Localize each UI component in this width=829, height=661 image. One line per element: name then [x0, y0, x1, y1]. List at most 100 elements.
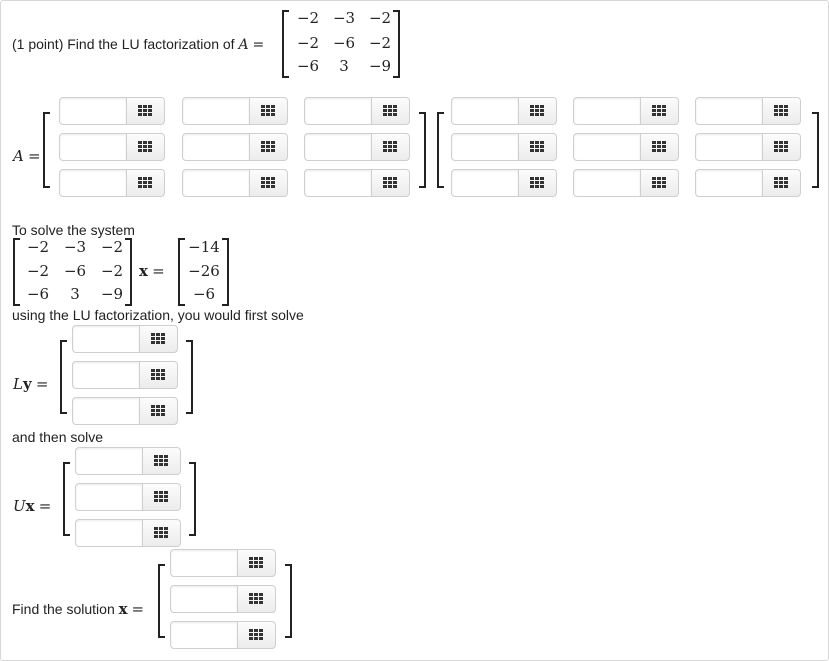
y-entry-cell — [72, 325, 182, 353]
matrix-input-button[interactable] — [126, 169, 165, 197]
ux-lhs: Ux = — [13, 497, 51, 515]
matrix-cell: −9 — [100, 285, 124, 303]
L-entry-input[interactable] — [304, 133, 372, 161]
matrix-cell: −6 — [296, 57, 320, 75]
U-entry-input[interactable] — [695, 169, 763, 197]
y-entry-cell — [72, 397, 182, 425]
y-bracket-left — [60, 340, 67, 414]
grid-icon — [261, 177, 276, 189]
y-entry-input[interactable] — [72, 397, 140, 425]
U-entry-cell — [451, 169, 561, 197]
grid-icon — [774, 141, 789, 153]
solution-entry-cell — [170, 621, 280, 649]
solution-bracket-left — [158, 564, 165, 638]
solution-entry-input[interactable] — [170, 585, 238, 613]
matrix-input-button[interactable] — [139, 361, 178, 389]
matrix-cell: −2 — [368, 34, 392, 52]
system-after-text: using the LU factorization, you would fi… — [12, 307, 304, 323]
U-entry-input[interactable] — [451, 97, 519, 125]
L-entry-input[interactable] — [182, 169, 250, 197]
grid-icon — [249, 593, 264, 605]
matrix-input-button[interactable] — [762, 169, 801, 197]
L-entry-input[interactable] — [304, 97, 372, 125]
grid-icon — [383, 141, 398, 153]
y-entry-input[interactable] — [72, 361, 140, 389]
grid-icon — [138, 105, 153, 117]
L-entry-input[interactable] — [182, 133, 250, 161]
ux-entry-input[interactable] — [75, 447, 143, 475]
y-entry-cell — [72, 361, 182, 389]
L-entry-input[interactable] — [59, 133, 127, 161]
matrix-input-button[interactable] — [249, 169, 288, 197]
L-bracket-right — [419, 112, 426, 188]
matrix-input-button[interactable] — [139, 397, 178, 425]
L-entry-cell — [304, 97, 414, 125]
matrix-input-button[interactable] — [249, 133, 288, 161]
matrix-input-button[interactable] — [762, 133, 801, 161]
solution-entry-input[interactable] — [170, 621, 238, 649]
matrix-input-button[interactable] — [640, 169, 679, 197]
matrix-input-button[interactable] — [237, 621, 276, 649]
matrix-input-button[interactable] — [249, 97, 288, 125]
y-entry-input[interactable] — [72, 325, 140, 353]
U-entry-input[interactable] — [695, 97, 763, 125]
L-entry-input[interactable] — [304, 169, 372, 197]
matrix-cell: −2 — [296, 34, 320, 52]
U-entry-input[interactable] — [695, 133, 763, 161]
matrix-cell: −2 — [100, 262, 124, 280]
U-entry-input[interactable] — [573, 169, 641, 197]
matrix-input-button[interactable] — [237, 585, 276, 613]
equals-sign: = — [35, 375, 49, 393]
U-entry-input[interactable] — [573, 133, 641, 161]
grid-icon — [151, 333, 166, 345]
grid-icon — [249, 629, 264, 641]
matrix-input-button[interactable] — [371, 169, 410, 197]
grid-icon — [151, 405, 166, 417]
ux-entry-input[interactable] — [75, 519, 143, 547]
solution-entry-input[interactable] — [170, 549, 238, 577]
matrix-input-button[interactable] — [640, 97, 679, 125]
matrix-input-button[interactable] — [371, 97, 410, 125]
U-entry-input[interactable] — [573, 97, 641, 125]
L-symbol: L — [13, 375, 23, 393]
matrix-input-button[interactable] — [126, 97, 165, 125]
matrix-input-button[interactable] — [762, 97, 801, 125]
L-entry-input[interactable] — [182, 97, 250, 125]
matrix-cell: 3 — [70, 285, 80, 303]
U-entry-cell — [695, 133, 805, 161]
ux-bracket-left — [63, 462, 70, 536]
U-entry-input[interactable] — [451, 169, 519, 197]
L-entry-input[interactable] — [59, 169, 127, 197]
grid-icon — [530, 105, 545, 117]
grid-icon — [261, 105, 276, 117]
matrix-input-button[interactable] — [371, 133, 410, 161]
system-intro: To solve the system — [12, 222, 135, 238]
U-entry-input[interactable] — [451, 133, 519, 161]
matrix-cell: −2 — [296, 9, 320, 27]
matrix-input-button[interactable] — [126, 133, 165, 161]
problem-intro: (1 point) Find the LU factorization of A… — [12, 36, 264, 53]
grid-icon — [652, 141, 667, 153]
L-entry-input[interactable] — [59, 97, 127, 125]
ux-entry-input[interactable] — [75, 483, 143, 511]
matrix-cell: −2 — [26, 238, 50, 256]
matrix-input-button[interactable] — [139, 325, 178, 353]
solution-entry-cell — [170, 549, 280, 577]
matrix-input-button[interactable] — [518, 133, 557, 161]
matrix-input-button[interactable] — [142, 483, 181, 511]
matrix-cell: −6 — [332, 34, 356, 52]
ux-entry-cell — [75, 483, 185, 511]
grid-icon — [774, 105, 789, 117]
matrix-input-button[interactable] — [640, 133, 679, 161]
matrix-input-button[interactable] — [518, 97, 557, 125]
matrix-input-button[interactable] — [142, 447, 181, 475]
L-bracket-left — [43, 112, 50, 188]
matrix-bracket-left — [282, 10, 289, 78]
matrix-input-button[interactable] — [142, 519, 181, 547]
ux-bracket-right — [189, 462, 196, 536]
matrix-input-button[interactable] — [237, 549, 276, 577]
matrix-input-button[interactable] — [518, 169, 557, 197]
b-bracket-right — [222, 238, 229, 306]
b-bracket-left — [178, 238, 185, 306]
solution-label: Find the solution — [12, 601, 115, 617]
